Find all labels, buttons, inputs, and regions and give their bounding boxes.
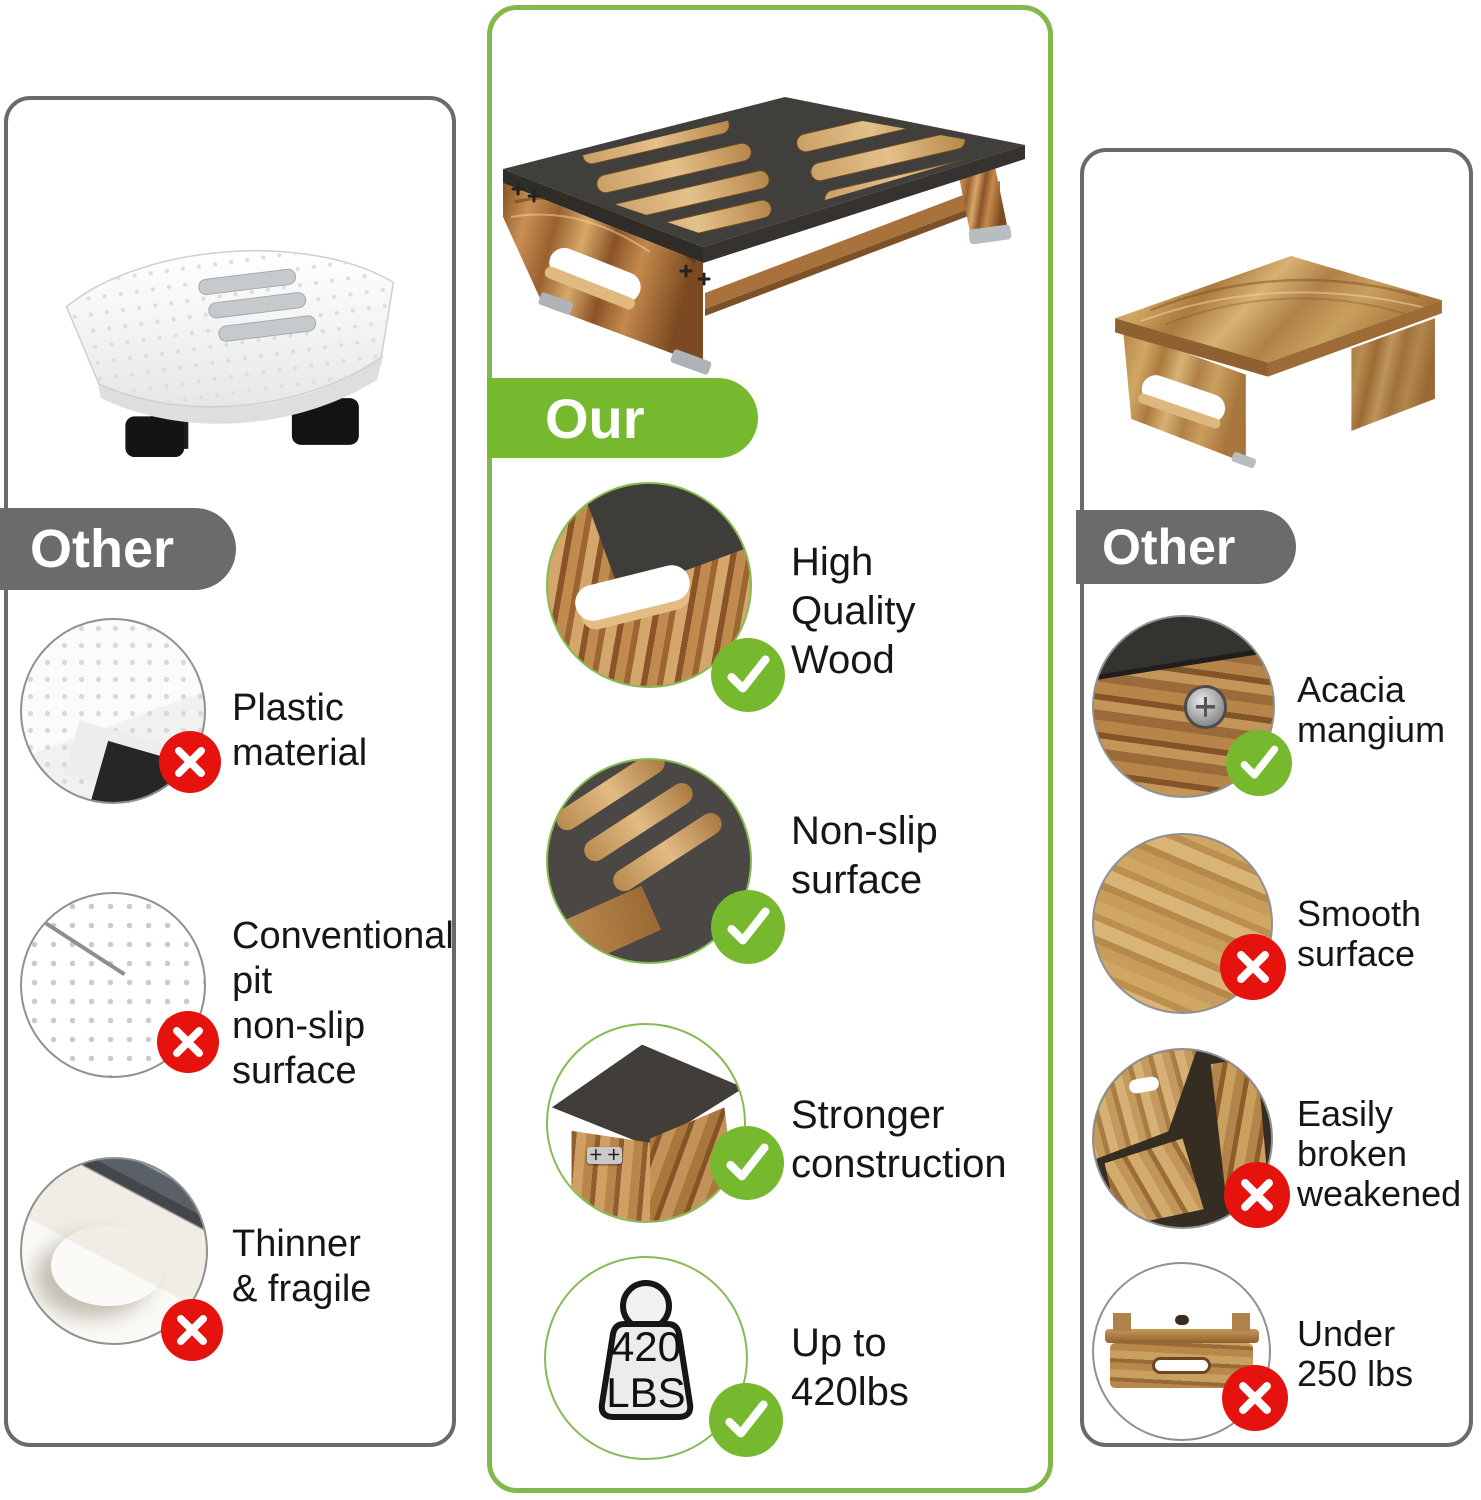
check-icon: [711, 890, 785, 964]
feature-label: Non-slip surface: [791, 809, 938, 902]
cross-icon: [1220, 934, 1286, 1000]
cross-icon: [161, 1299, 223, 1361]
leg-end: [1113, 1313, 1131, 1331]
weight-capacity-icon: 420 LBS: [544, 1256, 748, 1460]
badge-other-right: Other: [1076, 510, 1296, 584]
handle-hole: [1151, 1356, 1212, 1375]
check-icon: [1226, 730, 1292, 796]
plain-wood-footrest-photo: [1095, 225, 1457, 483]
check-icon: [711, 638, 785, 712]
badge-other-left: Other: [0, 508, 236, 590]
panel-our: Our High Quality Wood Non-slip surface: [487, 5, 1053, 1493]
feature-label: Up to 420lbs: [791, 1321, 909, 1414]
feature-label: Easily broken weakened: [1297, 1093, 1462, 1214]
panel-other-right: Other Acacia mangium Smooth surface: [1076, 148, 1473, 1447]
wood-handle-closeup-photo: [546, 482, 752, 688]
feature-label: Conventional pit non-slip surface: [232, 915, 454, 1092]
kettlebell-weight-icon: [598, 1280, 694, 1420]
feature-label: Acacia mangium: [1297, 669, 1446, 750]
cross-icon: [1222, 1365, 1288, 1431]
feature-label: Plastic material: [232, 687, 368, 774]
check-icon: [710, 1126, 784, 1200]
feature-label: Smooth surface: [1297, 893, 1422, 974]
feature-label: Thinner & fragile: [232, 1223, 372, 1310]
badge-label: Other: [30, 519, 175, 579]
badge-label: Our: [545, 386, 645, 450]
screw-plate: [587, 1146, 623, 1165]
white-plastic-footrest-photo: [36, 186, 432, 462]
check-icon: [709, 1383, 783, 1457]
cross-icon: [157, 1011, 219, 1073]
feature-label: High Quality Wood: [791, 540, 916, 682]
weight-icon-label: 420 LBS: [606, 1323, 686, 1416]
cross-icon: [159, 731, 221, 793]
nonslip-top-closeup-photo: [546, 758, 752, 964]
badge-label: Other: [1102, 519, 1236, 575]
screw-icon: [1183, 685, 1228, 729]
cross-icon: [1224, 1162, 1290, 1228]
feature-label: Stronger construction: [791, 1093, 1007, 1186]
wood-footrest-photo: [495, 67, 1030, 377]
wood-board: [1104, 1328, 1259, 1343]
slot-hole: [1174, 1314, 1189, 1326]
panel-other-left: Other Plastic material Conventional pit …: [0, 96, 456, 1447]
corner-construction-closeup-photo: [546, 1023, 746, 1223]
badge-our: Our: [487, 378, 758, 458]
broken-parts-closeup-photo: [1092, 1048, 1273, 1229]
feature-label: Under 250 lbs: [1297, 1313, 1414, 1394]
handle-hole: [571, 561, 695, 625]
leg-end: [1232, 1313, 1250, 1331]
